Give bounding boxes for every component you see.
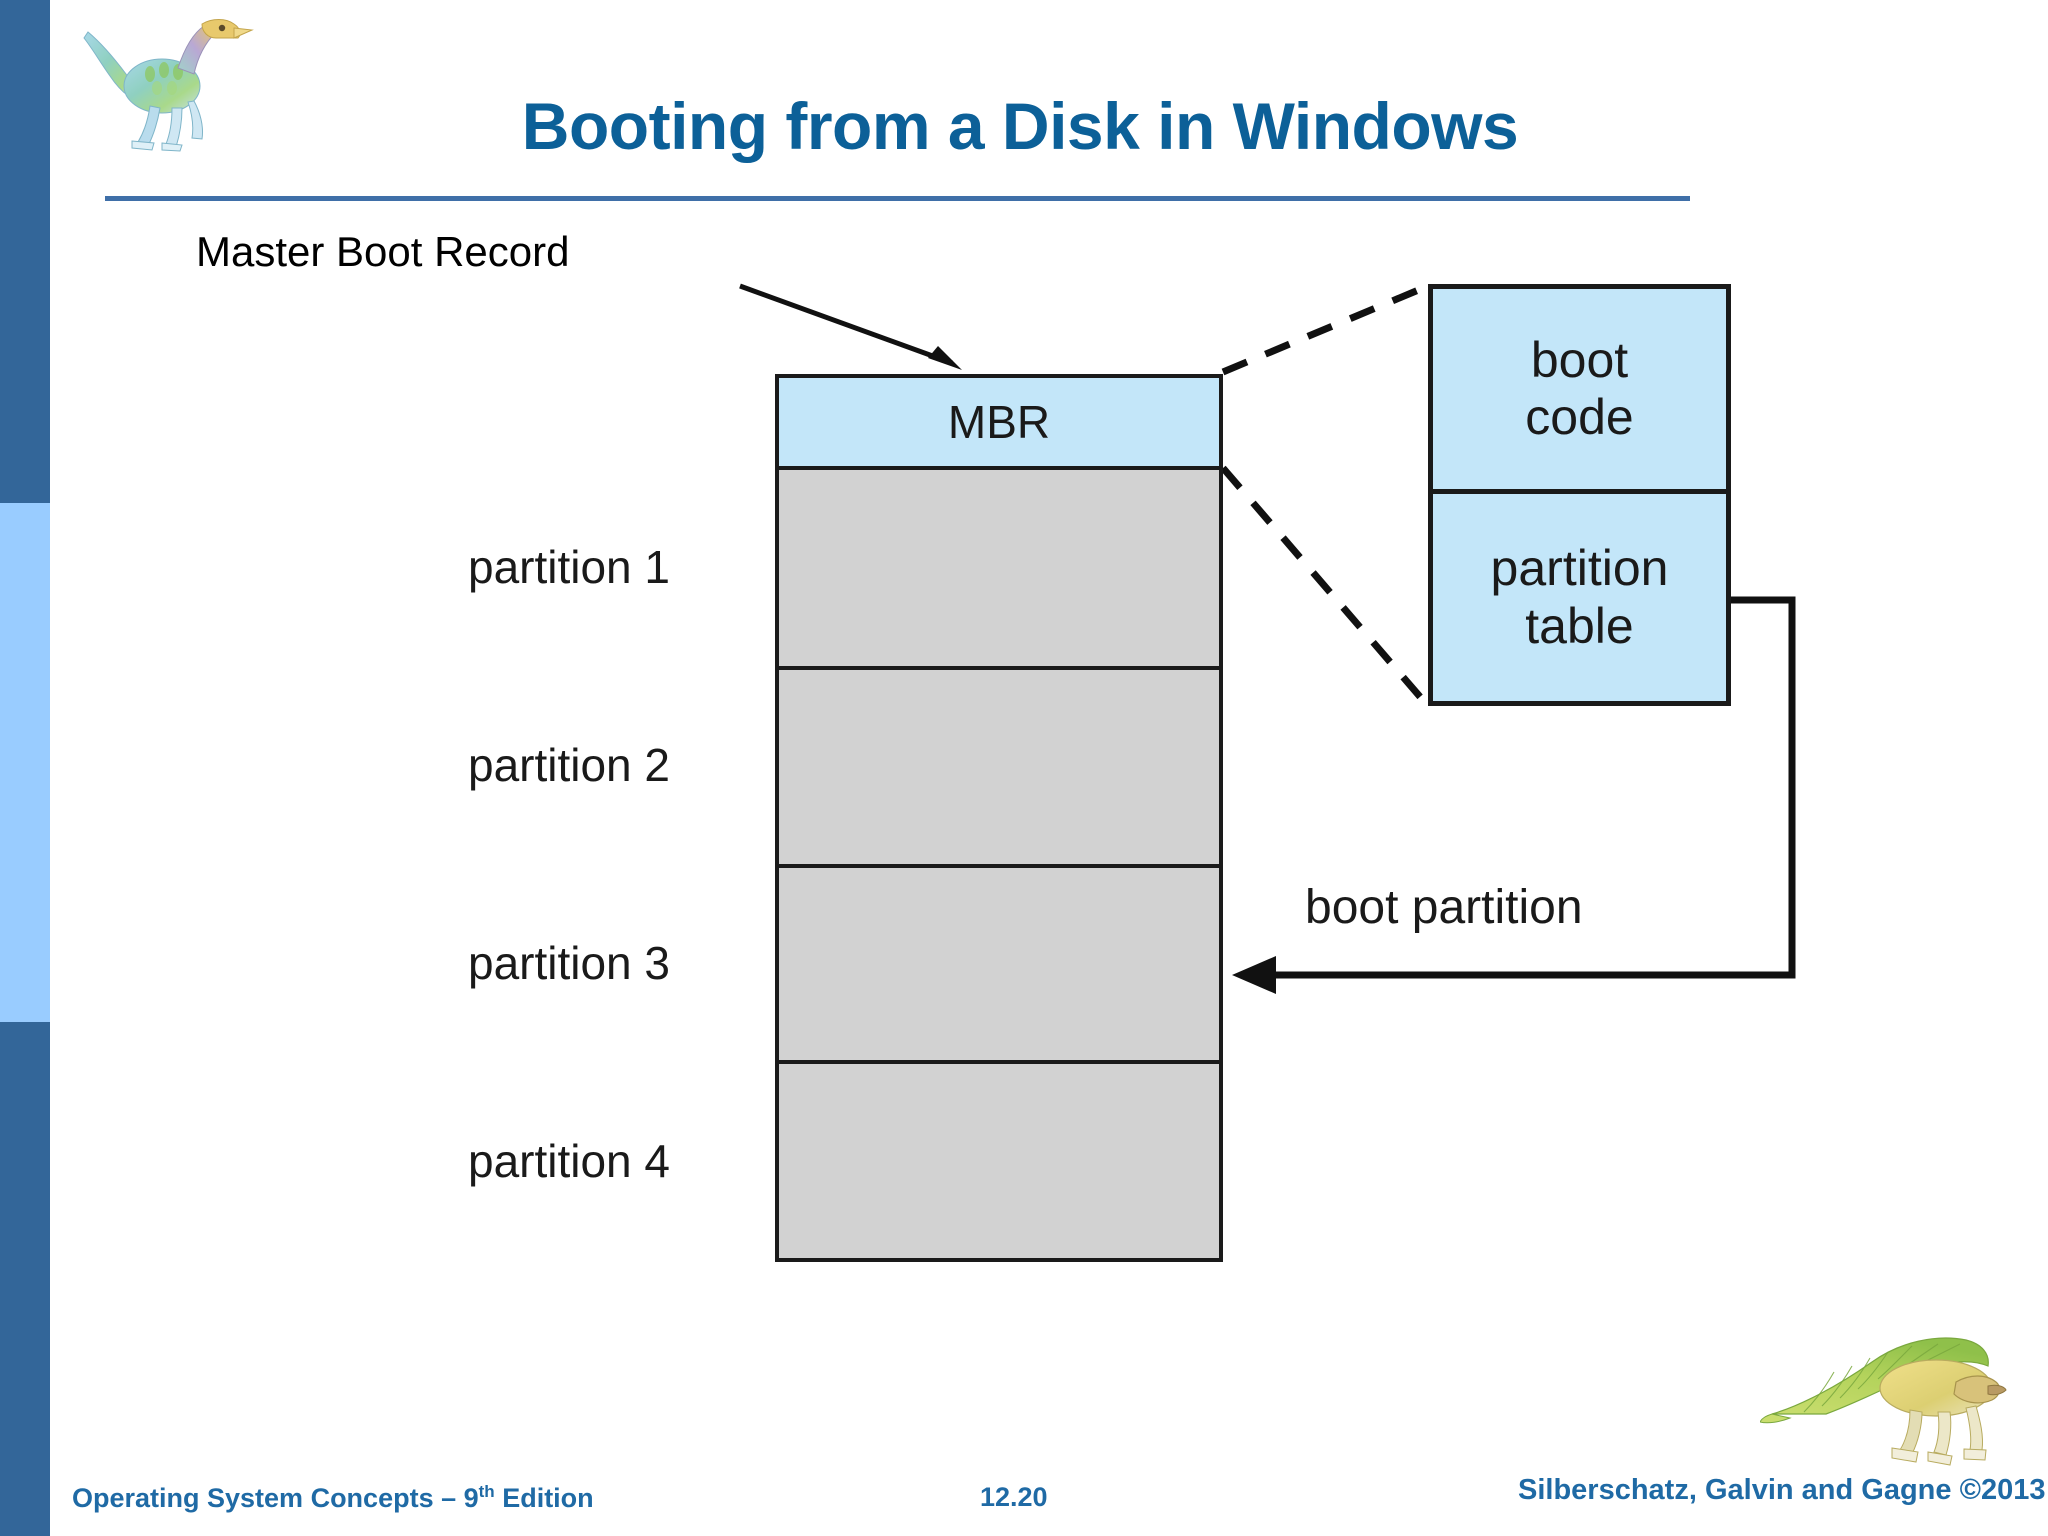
master-boot-record-caption: Master Boot Record (196, 228, 570, 275)
dimetrodon-logo-icon (1760, 1337, 2007, 1466)
boot-partition-caption: boot partition (1305, 881, 1583, 934)
slide-page-number: 12.20 (980, 1482, 1048, 1512)
partition-label-4: partition 4 (467, 1135, 670, 1187)
footer-attribution: Silberschatz, Galvin and Gagne ©2013 (1518, 1474, 2046, 1506)
footer-edition-number: 9 (463, 1483, 479, 1513)
disk-block-partition-2 (775, 670, 1223, 868)
footer-edition-word: Edition (494, 1483, 594, 1513)
disk-block-mbr: MBR (775, 374, 1223, 470)
partition-label-1: partition 1 (467, 541, 670, 593)
boot-code-line-2: code (1525, 389, 1634, 445)
mbr-expansion-dashed-lines (1220, 282, 1431, 709)
disk-block-partition-4 (775, 1064, 1223, 1262)
disk-block-partition-1 (775, 470, 1223, 670)
title-underline-rule (105, 196, 1690, 201)
sidebar-band-middle (0, 503, 50, 1022)
mbr-detail-partition-table: partition table (1428, 494, 1731, 706)
partition-table-line-1: partition (1490, 540, 1669, 596)
disk-block-partition-3 (775, 868, 1223, 1064)
sidebar-band-bottom (0, 1022, 50, 1536)
footer-book-title: Operating System Concepts – (72, 1483, 464, 1513)
dinosaur-logo-icon (83, 19, 254, 152)
page-title: Booting from a Disk in Windows (521, 89, 1519, 163)
footer-edition-ordinal: th (478, 1482, 495, 1501)
boot-code-line-1: boot (1530, 331, 1629, 388)
footer-left: Operating System Concepts – 9th Edition (72, 1482, 594, 1514)
partition-table-line-2: table (1525, 597, 1634, 654)
mbr-leader-arrow (739, 283, 962, 370)
partition-label-2: partition 2 (467, 739, 670, 791)
sidebar-band-top (0, 0, 50, 503)
mbr-detail-boot-code: boot code (1428, 284, 1731, 494)
partition-label-3: partition 3 (467, 937, 670, 989)
